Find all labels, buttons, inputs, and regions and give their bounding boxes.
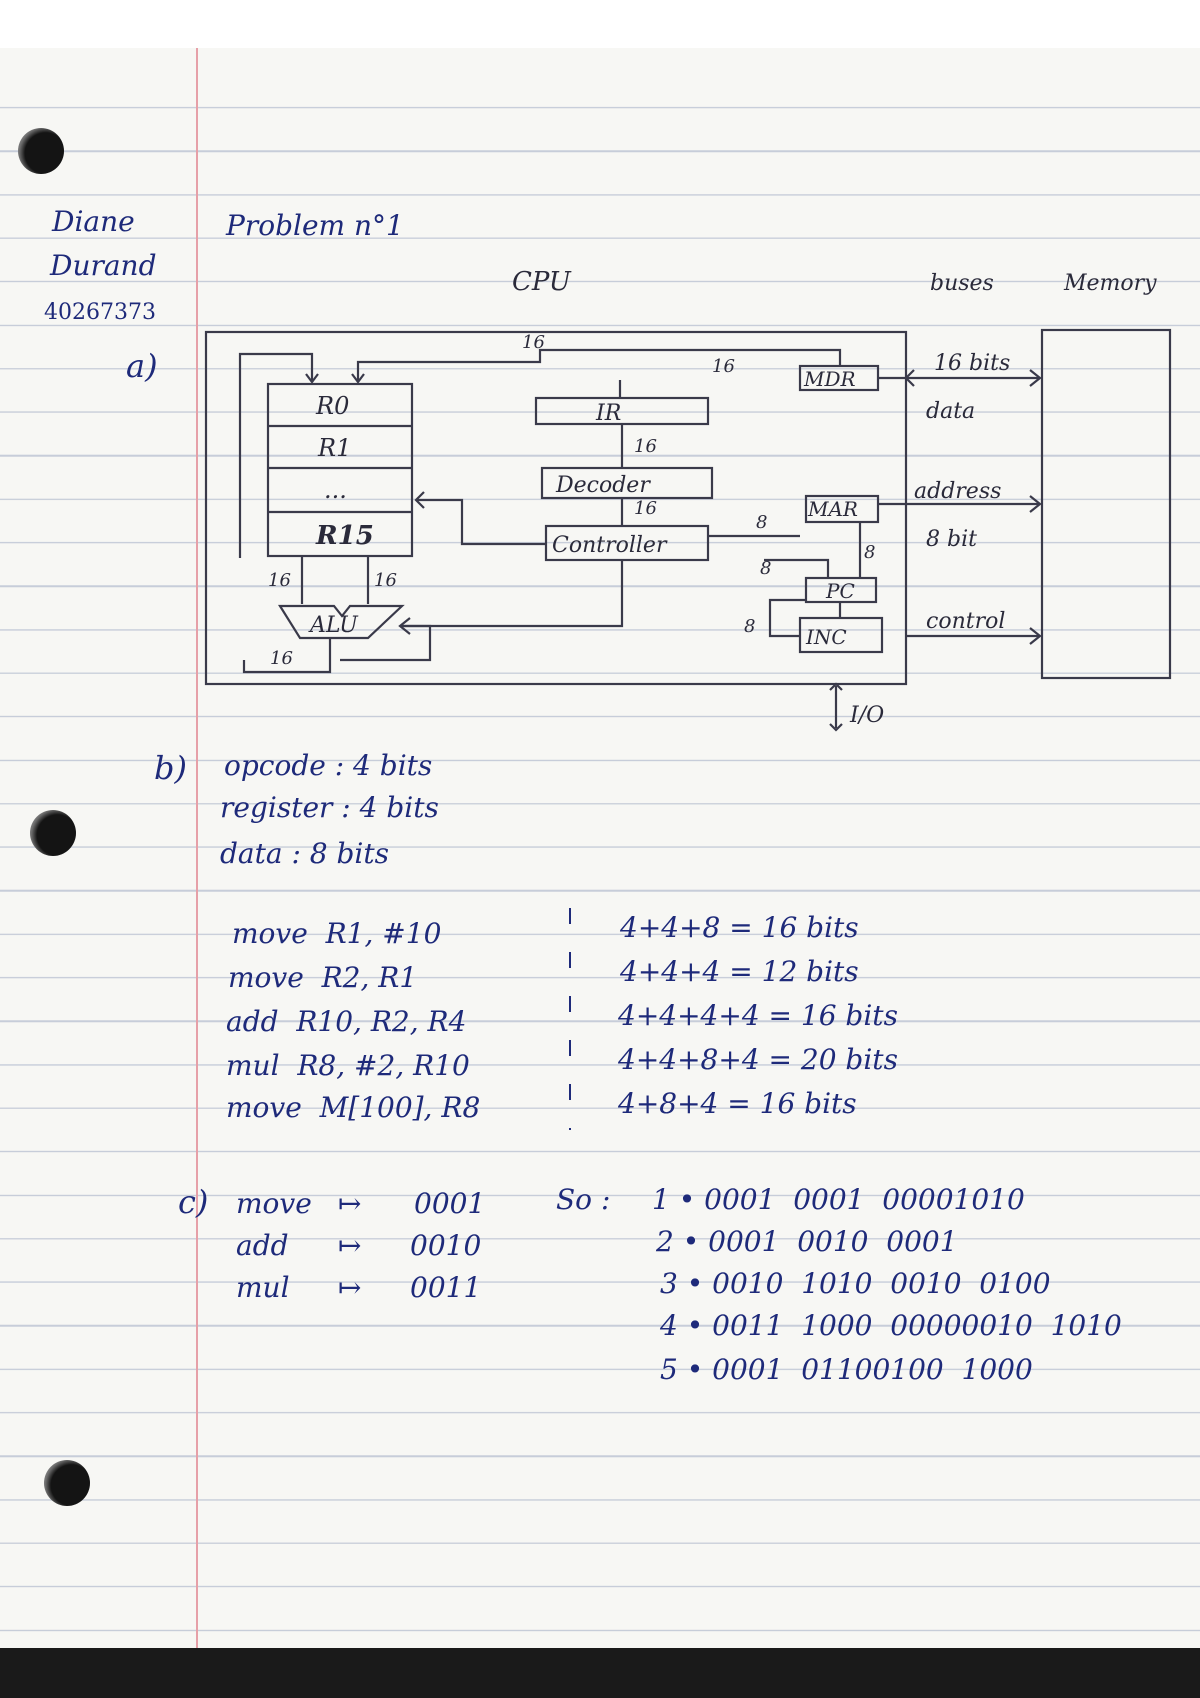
cpu-diagram: CPU buses Memory R0 R1 ... R15 IR Decode… bbox=[204, 267, 1172, 732]
encoding-1: 1 • 0001 0001 00001010 bbox=[652, 1183, 1025, 1216]
opcode-name-move: move bbox=[236, 1187, 312, 1220]
instruction-4: mul R8, #2, R10 bbox=[226, 1049, 470, 1082]
field-opcode: opcode : 4 bits bbox=[224, 749, 433, 782]
cpu-label: CPU bbox=[512, 267, 572, 297]
width-label-mar: 8 bbox=[756, 512, 767, 533]
part-a-label: a) bbox=[126, 347, 158, 385]
width-label-top: 16 bbox=[522, 332, 545, 353]
bus-address-width: 8 bit bbox=[926, 527, 977, 552]
decoder-label: Decoder bbox=[555, 473, 651, 498]
bus-control-label: control bbox=[926, 609, 1005, 634]
width-label-decoder: 16 bbox=[634, 498, 657, 519]
width-label-mdr: 16 bbox=[712, 356, 735, 377]
problem-title: Problem n°1 bbox=[226, 209, 404, 242]
opcode-arrow-mul: ↦ bbox=[338, 1271, 362, 1304]
width-label-pc: 8 bbox=[760, 558, 771, 579]
punch-hole-top bbox=[18, 128, 64, 174]
encoding-3: 3 • 0010 1010 0010 0100 bbox=[660, 1267, 1051, 1300]
memory-label: Memory bbox=[1063, 271, 1157, 296]
opcode-name-add: add bbox=[236, 1229, 289, 1262]
register-r1: R1 bbox=[317, 434, 351, 462]
student-last-name: Durand bbox=[50, 249, 157, 282]
register-file bbox=[266, 382, 414, 558]
instruction-2: move R2, R1 bbox=[228, 961, 418, 994]
register-ellipsis: ... bbox=[324, 476, 347, 504]
field-data: data : 8 bits bbox=[220, 837, 390, 870]
encoding-5: 5 • 0001 01100100 1000 bbox=[660, 1353, 1033, 1386]
instruction-1: move R1, #10 bbox=[232, 917, 442, 950]
part-b-label: b) bbox=[154, 749, 187, 787]
controller-label: Controller bbox=[552, 533, 668, 558]
punch-hole-bottom bbox=[44, 1460, 90, 1506]
encoding-2: 2 • 0001 0010 0001 bbox=[656, 1225, 958, 1258]
width-label-alu-b: 16 bbox=[374, 570, 397, 591]
instruction-3: add R10, R2, R4 bbox=[226, 1005, 467, 1038]
field-register: register : 4 bits bbox=[220, 791, 439, 824]
width-label-ir: 16 bbox=[634, 436, 657, 457]
cpu-box bbox=[204, 330, 908, 686]
student-id: 40267373 bbox=[44, 300, 156, 325]
instruction-size-3: 4+4+4+4 = 16 bits bbox=[618, 999, 898, 1032]
bus-data-label: data bbox=[926, 399, 975, 424]
width-label-pc-mar: 8 bbox=[864, 542, 875, 563]
ir-box bbox=[534, 396, 710, 426]
inc-label: INC bbox=[805, 625, 847, 649]
opcode-arrow-move: ↦ bbox=[338, 1187, 362, 1220]
punch-hole-middle bbox=[30, 810, 76, 856]
buses-label: buses bbox=[930, 271, 994, 296]
part-c-label: c) bbox=[178, 1183, 209, 1221]
column-divider bbox=[569, 908, 571, 1130]
notebook-sheet bbox=[0, 48, 1200, 1648]
student-first-name: Diane bbox=[52, 205, 135, 238]
instruction-size-2: 4+4+4 = 12 bits bbox=[620, 955, 859, 988]
margin-line bbox=[196, 48, 198, 1648]
opcode-name-mul: mul bbox=[236, 1271, 290, 1304]
width-label-alu-out: 16 bbox=[270, 648, 293, 669]
pc-label: PC bbox=[825, 579, 855, 603]
opcode-code-add: 0010 bbox=[410, 1229, 482, 1262]
register-r15: R15 bbox=[315, 521, 374, 551]
bottom-edge bbox=[0, 1648, 1200, 1698]
opcode-arrow-add: ↦ bbox=[338, 1229, 362, 1262]
alu-label: ALU bbox=[308, 613, 359, 638]
opcode-code-move: 0001 bbox=[414, 1187, 486, 1220]
mar-label: MAR bbox=[807, 497, 858, 521]
mdr-label: MDR bbox=[803, 367, 856, 391]
encoding-4: 4 • 0011 1000 00000010 1010 bbox=[660, 1309, 1122, 1342]
io-label: I/O bbox=[849, 703, 884, 728]
instruction-size-5: 4+8+4 = 16 bits bbox=[618, 1087, 857, 1120]
top-edge bbox=[0, 0, 1200, 50]
width-label-alu-a: 16 bbox=[268, 570, 291, 591]
bus-address-label: address bbox=[914, 479, 1001, 504]
opcode-code-mul: 0011 bbox=[410, 1271, 482, 1304]
width-label-inc: 8 bbox=[744, 616, 755, 637]
register-r0: R0 bbox=[315, 392, 349, 420]
instruction-5: move M[100], R8 bbox=[226, 1091, 481, 1124]
instruction-size-4: 4+4+8+4 = 20 bits bbox=[618, 1043, 898, 1076]
instruction-size-1: 4+4+8 = 16 bits bbox=[620, 911, 859, 944]
memory-box bbox=[1040, 328, 1172, 680]
ir-label: IR bbox=[595, 401, 621, 426]
so-label: So : bbox=[556, 1183, 611, 1216]
bus-data-width: 16 bits bbox=[934, 351, 1010, 376]
